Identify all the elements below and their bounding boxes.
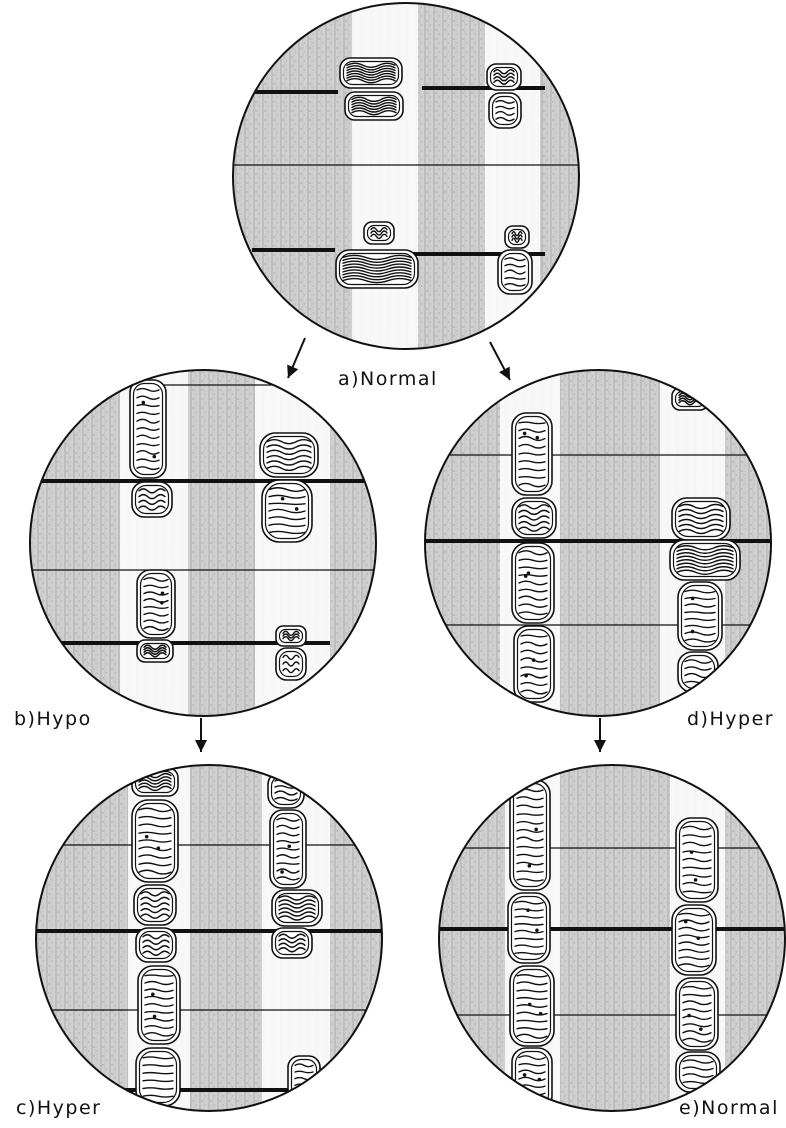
- mitochondrion: [672, 498, 730, 540]
- mitochondrion: [514, 626, 554, 702]
- sarcoplasm-gap: [485, 3, 540, 349]
- panel-c: [32, 765, 390, 1111]
- mitochondrion: [340, 58, 402, 88]
- mitochondrion: [132, 482, 172, 517]
- mitochondrion: [138, 966, 180, 1044]
- mitochondrion: [272, 928, 312, 958]
- mitochondrion: [510, 780, 550, 890]
- arrow-d-to-e: [594, 718, 606, 752]
- panel-label-e: e)Normal: [679, 1097, 779, 1119]
- mitochondrion: [489, 93, 521, 128]
- arrow-b-to-c: [195, 718, 207, 752]
- mitochondrion: [262, 480, 312, 542]
- panel-a: [233, 3, 579, 350]
- mitochondrion: [260, 433, 318, 477]
- mitochondrion: [512, 543, 554, 623]
- mitochondrion: [505, 226, 529, 248]
- mitochondrion: [130, 380, 166, 478]
- mitochondrion: [132, 800, 178, 882]
- mitochondrion: [512, 1048, 552, 1110]
- panel-label-a: a)Normal: [338, 368, 438, 390]
- mitochondrion: [510, 966, 554, 1046]
- mitochondrion: [134, 885, 176, 925]
- mitochondrion: [676, 1052, 720, 1092]
- mitochondrion: [678, 582, 722, 650]
- panel-b: [30, 370, 376, 716]
- mitochondrion: [487, 64, 521, 90]
- arrow-a-to-b: [287, 338, 305, 378]
- mitochondrion: [512, 413, 552, 495]
- mitochondrion: [272, 890, 322, 926]
- mitochondrion: [672, 905, 716, 975]
- panel-e: [439, 765, 785, 1111]
- mitochondrion: [672, 388, 708, 410]
- sarcoplasm-gap: [352, 3, 418, 349]
- mitochondrion: [137, 640, 173, 662]
- mitochondrion: [336, 250, 418, 288]
- mitochondrion: [364, 222, 394, 244]
- mitochondrion: [676, 818, 718, 902]
- arrow-a-to-d: [490, 342, 510, 380]
- mitochondrion: [270, 810, 306, 888]
- mitochondrion: [345, 92, 403, 120]
- mitochondrion: [136, 928, 176, 962]
- mitochondrion: [132, 768, 178, 796]
- panel-label-c: c)Hyper: [16, 1097, 101, 1119]
- mitochondrion: [498, 250, 532, 294]
- panel-label-b: b)Hypo: [14, 708, 92, 730]
- mitochondrion: [676, 978, 718, 1050]
- mitochondrion: [512, 498, 556, 538]
- myofibril-background: [36, 765, 382, 1111]
- myofibril-background: [439, 765, 785, 1111]
- panel-d: [425, 370, 780, 716]
- panel-label-d: d)Hyper: [687, 708, 774, 730]
- mitochondrion: [670, 540, 740, 580]
- mitochondrion: [508, 893, 550, 963]
- mitochondrion: [276, 626, 306, 646]
- mitochondrion: [137, 570, 175, 638]
- mitochondrion: [276, 648, 306, 680]
